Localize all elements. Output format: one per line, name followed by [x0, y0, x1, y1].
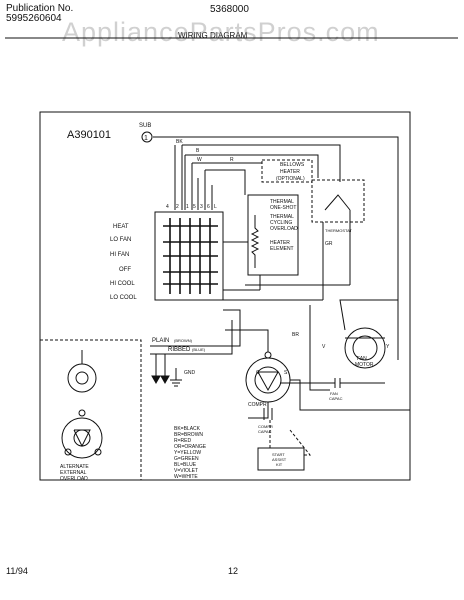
footer-page: 12: [228, 566, 239, 576]
fan-motor-label-2: MOTOR: [355, 362, 374, 368]
terminal-1: 1: [186, 204, 189, 210]
fan-capac-label-2: CAPAC: [329, 396, 343, 401]
heater-element-coil: [250, 215, 260, 268]
model-code: A390101: [67, 129, 111, 141]
plug-prong-2: [160, 375, 170, 385]
footer-date: 11/94: [6, 566, 28, 576]
compr-capac-label-1: COMPR: [258, 424, 273, 429]
wire-label-y: Y: [386, 344, 390, 350]
thermal-cycling-2: CYCLING: [270, 220, 292, 226]
thermal-oneshot-2: ONE-SHOT: [270, 205, 296, 211]
heater-element-1: HEATER: [270, 240, 290, 246]
terminal-3: 3: [200, 204, 203, 210]
switch-pos-hi-cool: HI COOL: [110, 281, 135, 287]
start-assist-label-2: ASSIST: [272, 457, 287, 462]
thermal-box: [247, 194, 299, 276]
diagram-border: [39, 111, 411, 481]
switch-pos-lo-fan: LO FAN: [110, 237, 131, 243]
overload-disc: [67, 363, 97, 393]
terminal-l: L: [214, 204, 217, 210]
fan-motor-label-1: FAN: [357, 356, 367, 362]
wire-label-v: V: [322, 344, 326, 350]
thermal-oneshot-1: THERMAL: [270, 199, 294, 205]
switch-pos-heat: HEAT: [113, 224, 129, 230]
wire-gr-top: [205, 169, 246, 195]
terminal-6: 6: [207, 204, 210, 210]
alternate-overload-box: [39, 339, 142, 481]
alt-overload-label-3: OVERLOAD: [60, 476, 88, 482]
legend-bk: BK=BLACK: [174, 426, 201, 432]
switch-pos-lo-cool: LO COOL: [110, 295, 137, 301]
wire-label-r: R: [230, 157, 234, 163]
sub-label: SUB: [139, 123, 151, 129]
wire-bk-bellows: [182, 144, 341, 182]
plain-label: PLAIN: [152, 338, 169, 344]
legend-y: Y=YELLOW: [174, 450, 201, 456]
switch-pos-hi-fan: HI FAN: [110, 252, 129, 258]
ribbed-color: (BLUE): [192, 347, 206, 352]
plug-prong-1: [151, 375, 161, 385]
diagram-subtitle: WIRING DIAGRAM: [178, 31, 248, 40]
start-assist-kit: [257, 447, 305, 471]
wire-label-b: B: [196, 148, 200, 154]
thermal-cycling-1: THERMAL: [270, 214, 294, 220]
compr-capac-label-2: CAPAC: [258, 429, 272, 434]
part-number: 5368000: [210, 4, 249, 15]
legend-or: OR=ORANGE: [174, 444, 207, 450]
wire-w: [185, 154, 319, 178]
alt-overload-label-1: ALTERNATE: [60, 464, 89, 470]
switch-pos-off: OFF: [119, 267, 131, 273]
legend-r: R=RED: [174, 438, 191, 444]
gnd-label: GND: [184, 370, 196, 376]
heater-element-2: ELEMENT: [270, 246, 294, 252]
alt-overload-label-2: EXTERNAL: [60, 470, 87, 476]
legend-g: G=GREEN: [174, 456, 199, 462]
alternate-compressor: [61, 417, 103, 459]
sub-number: 1: [144, 135, 148, 142]
bellows-heater-box: [261, 159, 313, 183]
sub-terminal: [141, 131, 153, 143]
selector-switch: [154, 211, 224, 301]
publication-label: Publication No.: [6, 3, 74, 14]
power-cord-ribbed: [150, 320, 233, 355]
wire-label-gr: GR: [325, 241, 333, 247]
compr-label: COMPR: [248, 402, 267, 408]
power-cord-plain: [150, 309, 241, 347]
start-assist-label-1: START: [272, 452, 285, 457]
thermostat-label: THERMOSTAT: [325, 228, 353, 233]
wire-label-bk: BK: [176, 139, 183, 145]
thermostat-box: [311, 179, 365, 223]
wire-label-c: C: [256, 370, 260, 376]
terminal-2: 2: [176, 204, 179, 210]
legend-w: W=WHITE: [174, 474, 198, 480]
terminal-5: 5: [193, 204, 196, 210]
bellows-label-1: BELLOWS: [280, 162, 305, 168]
fan-motor: [344, 327, 386, 369]
wire-label-w: W: [197, 157, 202, 163]
legend-br: BR=BROWN: [174, 432, 203, 438]
watermark: AppliancePartsPros.com: [62, 17, 380, 47]
fan-capac-label-1: FAN: [330, 391, 338, 396]
ribbed-label: RIBBED: [168, 347, 191, 353]
wire-top-black: [153, 136, 399, 360]
bellows-label-3: (OPTIONAL): [276, 176, 305, 182]
publication-number: 5995260604: [6, 13, 62, 24]
thermal-cycling-3: OVERLOAD: [270, 226, 298, 232]
start-assist-label-3: KIT: [276, 462, 283, 467]
terminal-4: 4: [166, 204, 169, 210]
thermostat-switch: [324, 194, 351, 211]
legend-v: V=VIOLET: [174, 468, 198, 474]
bellows-label-2: HEATER: [280, 169, 300, 175]
compressor: [245, 357, 291, 403]
wire-label-br: BR: [292, 332, 299, 338]
plain-color: (BROWN): [174, 338, 193, 343]
wire-label-s: S: [284, 370, 288, 376]
legend-bl: BL=BLUE: [174, 462, 197, 468]
